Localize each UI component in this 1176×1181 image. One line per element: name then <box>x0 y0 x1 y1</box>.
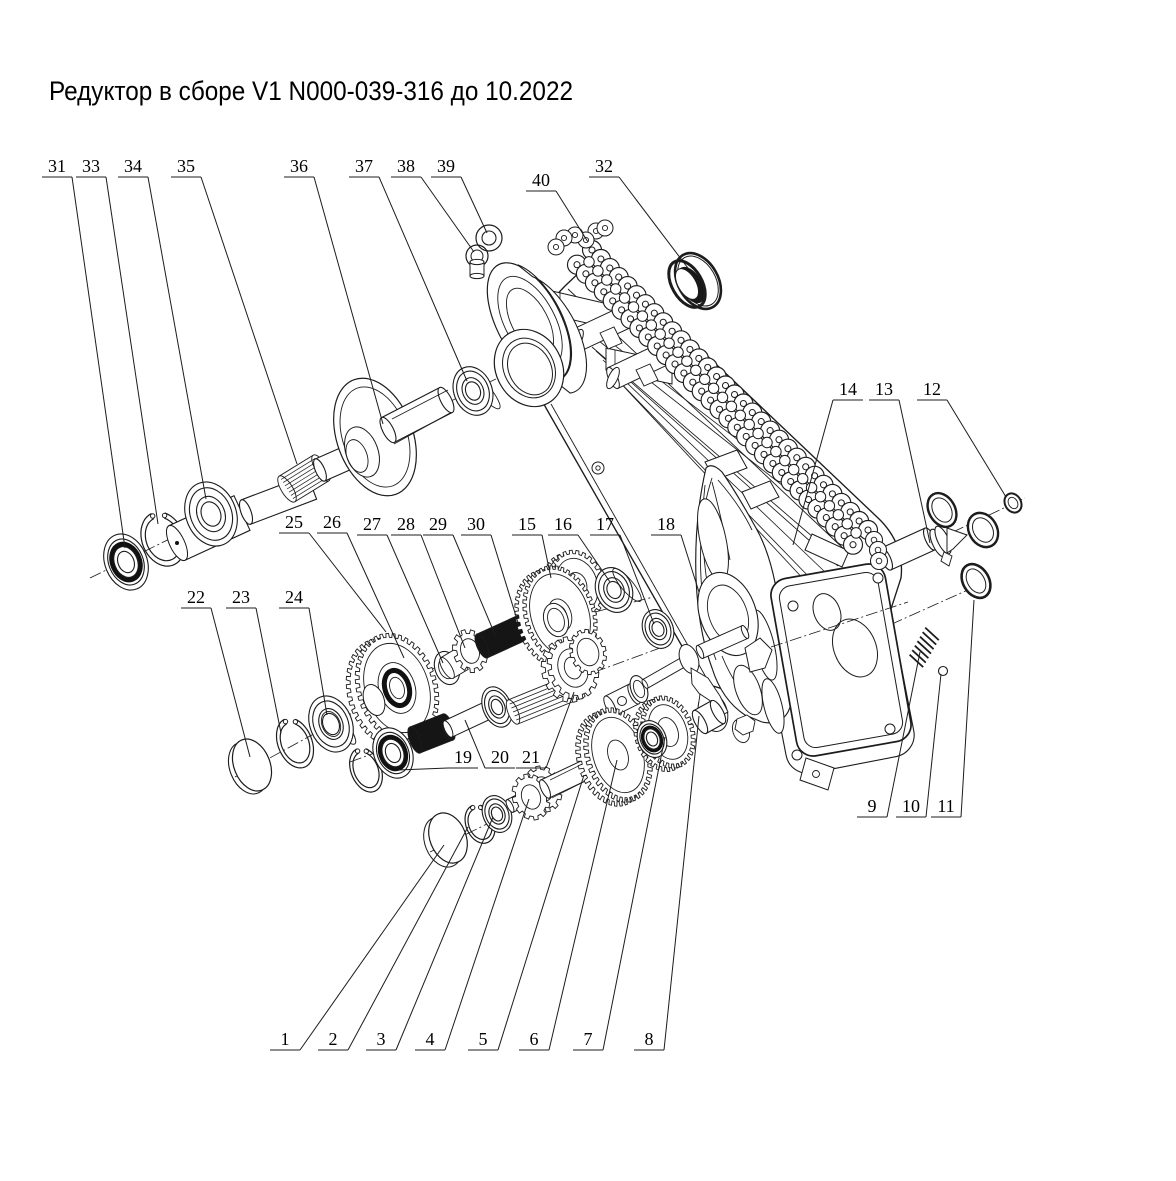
svg-text:16: 16 <box>554 514 572 534</box>
svg-text:22: 22 <box>187 587 205 607</box>
svg-text:32: 32 <box>595 156 613 176</box>
svg-text:30: 30 <box>467 514 485 534</box>
svg-text:21: 21 <box>522 747 540 767</box>
svg-text:28: 28 <box>397 514 415 534</box>
svg-text:6: 6 <box>530 1029 539 1049</box>
svg-text:5: 5 <box>479 1029 488 1049</box>
svg-text:34: 34 <box>124 156 142 176</box>
svg-text:17: 17 <box>596 514 614 534</box>
svg-text:14: 14 <box>839 379 857 399</box>
svg-text:23: 23 <box>232 587 250 607</box>
svg-text:11: 11 <box>937 796 954 816</box>
svg-text:18: 18 <box>657 514 675 534</box>
svg-text:37: 37 <box>355 156 373 176</box>
svg-text:38: 38 <box>397 156 415 176</box>
svg-text:27: 27 <box>363 514 381 534</box>
svg-text:3: 3 <box>377 1029 386 1049</box>
svg-text:29: 29 <box>429 514 447 534</box>
svg-text:10: 10 <box>902 796 920 816</box>
svg-text:39: 39 <box>437 156 455 176</box>
svg-text:9: 9 <box>868 796 877 816</box>
svg-text:4: 4 <box>426 1029 435 1049</box>
svg-text:33: 33 <box>82 156 100 176</box>
svg-text:1: 1 <box>281 1029 290 1049</box>
svg-text:26: 26 <box>323 512 341 532</box>
svg-text:19: 19 <box>454 747 472 767</box>
svg-text:40: 40 <box>532 170 550 190</box>
svg-text:2: 2 <box>329 1029 338 1049</box>
svg-text:36: 36 <box>290 156 308 176</box>
svg-text:Редуктор в сборе V1 N000-039-3: Редуктор в сборе V1 N000-039-316 до 10.2… <box>49 76 573 106</box>
svg-text:35: 35 <box>177 156 195 176</box>
svg-text:20: 20 <box>491 747 509 767</box>
svg-text:25: 25 <box>285 512 303 532</box>
svg-text:7: 7 <box>584 1029 593 1049</box>
svg-text:24: 24 <box>285 587 303 607</box>
svg-text:12: 12 <box>923 379 941 399</box>
svg-text:15: 15 <box>518 514 536 534</box>
svg-text:13: 13 <box>875 379 893 399</box>
svg-text:31: 31 <box>48 156 66 176</box>
svg-text:8: 8 <box>645 1029 654 1049</box>
